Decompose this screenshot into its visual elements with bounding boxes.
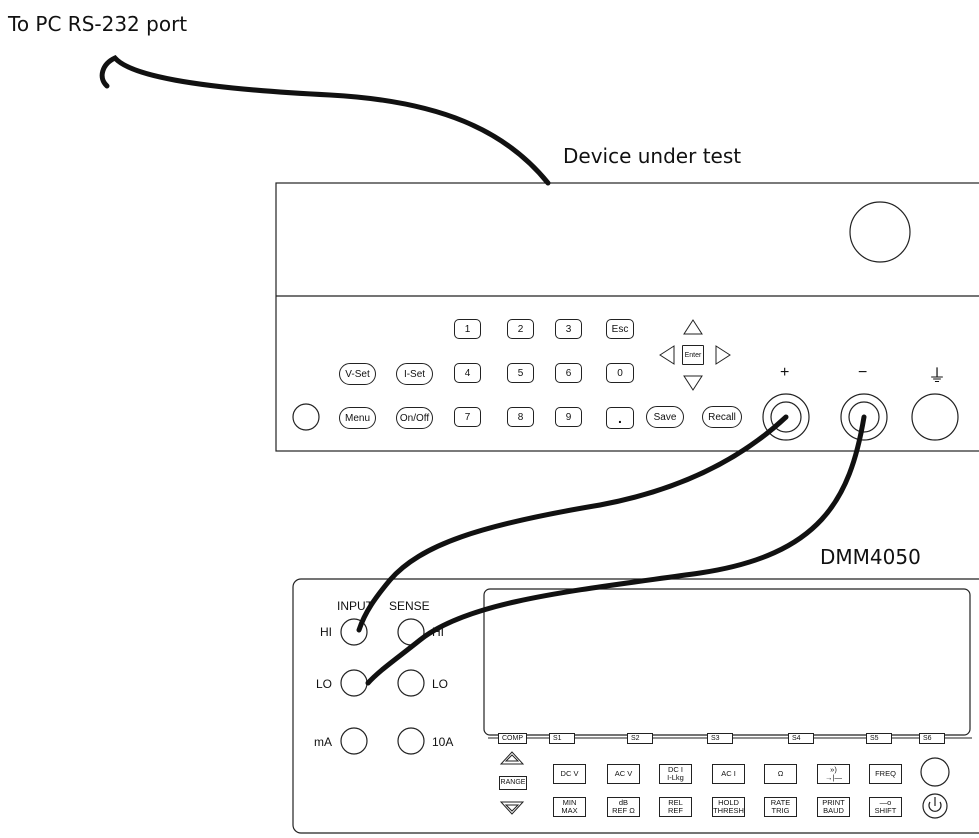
freq-button[interactable]: FREQ <box>869 764 902 784</box>
dc-v-button[interactable]: DC V <box>553 764 586 784</box>
key-6[interactable]: 6 <box>555 363 582 383</box>
key-5[interactable]: 5 <box>507 363 534 383</box>
key-0[interactable]: 0 <box>606 363 634 383</box>
save-button[interactable]: Save <box>646 406 684 428</box>
dmm-ma-terminal <box>340 727 368 755</box>
ground-icon: ⏚ <box>928 366 946 386</box>
softkey-s1[interactable]: S1 <box>549 733 575 744</box>
softkey-s2[interactable]: S2 <box>627 733 653 744</box>
arrow-right-icon <box>715 345 731 365</box>
lead-plus-to-hi <box>356 414 789 633</box>
softkey-s5[interactable]: S5 <box>866 733 892 744</box>
i-set-button[interactable]: I-Set <box>396 363 433 385</box>
arrow-left-icon <box>659 345 675 365</box>
dmm-display <box>483 588 971 736</box>
softkey-s6[interactable]: S6 <box>919 733 945 744</box>
rel-ref-button[interactable]: REL REF <box>659 797 692 817</box>
key-dot[interactable]: . <box>606 407 634 429</box>
min-max-button[interactable]: MIN MAX <box>553 797 586 817</box>
key-esc[interactable]: Esc <box>606 319 634 339</box>
ac-v-button[interactable]: AC V <box>607 764 640 784</box>
db-ref-button[interactable]: dB REF Ω <box>607 797 640 817</box>
dc-i-button[interactable]: DC I I-Lkg <box>659 764 692 784</box>
lo-label: LO <box>316 677 333 691</box>
on-off-button[interactable]: On/Off <box>396 407 433 429</box>
pc-port-label: To PC RS-232 port <box>8 12 188 36</box>
hold-thresh-button[interactable]: HOLD THRESH <box>712 797 745 817</box>
ma-label: mA <box>314 735 332 749</box>
enter-button[interactable]: Enter <box>682 345 704 365</box>
key-7[interactable]: 7 <box>454 407 481 427</box>
minus-symbol: − <box>858 364 868 381</box>
ohm-button[interactable]: Ω <box>764 764 797 784</box>
key-8[interactable]: 8 <box>507 407 534 427</box>
key-2[interactable]: 2 <box>507 319 534 339</box>
shift-button[interactable]: —o SHIFT <box>869 797 902 817</box>
10a-label: 10A <box>432 735 454 749</box>
menu-button[interactable]: Menu <box>339 407 376 429</box>
rate-trig-button[interactable]: RATE TRIG <box>764 797 797 817</box>
sense-label: SENSE <box>389 599 430 613</box>
key-9[interactable]: 9 <box>555 407 582 427</box>
key-4[interactable]: 4 <box>454 363 481 383</box>
arrow-down-icon <box>683 375 703 391</box>
recall-button[interactable]: Recall <box>702 406 742 428</box>
dut-label: Device under test <box>563 144 742 168</box>
print-baud-button[interactable]: PRINT BAUD <box>817 797 850 817</box>
dmm-sense-lo-terminal <box>397 669 425 697</box>
dmm-label: DMM4050 <box>820 545 921 569</box>
psu-knob <box>849 201 911 263</box>
softkey-s3[interactable]: S3 <box>707 733 733 744</box>
ac-i-button[interactable]: AC I <box>712 764 745 784</box>
hi-label: HI <box>320 625 332 639</box>
softkey-comp[interactable]: COMP <box>498 733 527 744</box>
input-label: INPUT <box>337 599 373 613</box>
psu-ground-terminal <box>911 393 959 441</box>
arrow-up-icon <box>683 319 703 335</box>
key-3[interactable]: 3 <box>555 319 582 339</box>
dmm-10a-terminal <box>397 727 425 755</box>
power-icon <box>928 801 942 812</box>
range-button[interactable]: RANGE <box>499 776 527 790</box>
sense-hi-label: HI <box>432 625 444 639</box>
continuity-diode-button[interactable]: ») →|— <box>817 764 850 784</box>
rs232-cable <box>99 54 551 186</box>
dmm-round-button <box>920 757 950 787</box>
key-1[interactable]: 1 <box>454 319 481 339</box>
v-set-button[interactable]: V-Set <box>339 363 376 385</box>
lead-minus-to-lo <box>365 414 867 686</box>
softkey-s4[interactable]: S4 <box>788 733 814 744</box>
sense-lo-label: LO <box>432 677 449 691</box>
plus-symbol: + <box>780 364 790 381</box>
psu-power-button <box>292 403 320 431</box>
dmm-lo-terminal <box>340 669 368 697</box>
